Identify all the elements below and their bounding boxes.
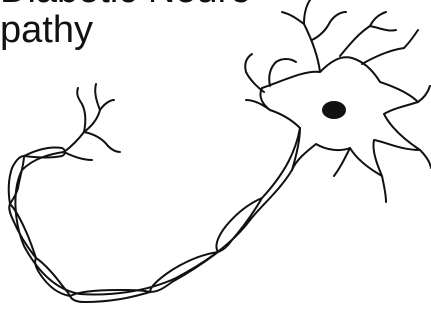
dendrite — [304, 0, 310, 24]
axon-terminal — [84, 110, 100, 132]
axon — [15, 152, 250, 294]
axon-terminal — [95, 84, 100, 110]
dendrite — [382, 176, 386, 202]
dendrite — [276, 59, 296, 62]
axon-terminal — [64, 152, 92, 160]
dendrite — [362, 48, 404, 64]
dendrite — [312, 22, 330, 40]
axon-terminal — [77, 88, 82, 104]
dendrite — [282, 12, 304, 24]
axon-terminal — [108, 146, 120, 152]
myelin-sheath — [70, 290, 150, 302]
myelin-sheath — [9, 204, 36, 258]
dendrite — [304, 24, 320, 72]
myelin-sheath — [216, 198, 262, 252]
dendrite — [420, 150, 431, 168]
dendrite — [246, 72, 264, 92]
axon-terminal — [64, 132, 84, 152]
nucleus — [322, 101, 346, 119]
axon-terminal — [82, 104, 85, 132]
dendrite — [334, 148, 350, 176]
dendrite — [370, 26, 396, 31]
axon — [250, 170, 292, 220]
dendrite — [245, 54, 252, 72]
dendrite — [246, 100, 270, 110]
dendrite — [404, 30, 418, 48]
axon-terminal — [84, 132, 108, 146]
axon-terminal — [100, 100, 114, 110]
dendrite — [418, 86, 430, 102]
dendrite — [370, 12, 386, 26]
dendrite — [340, 26, 370, 56]
dendrite — [330, 12, 346, 22]
